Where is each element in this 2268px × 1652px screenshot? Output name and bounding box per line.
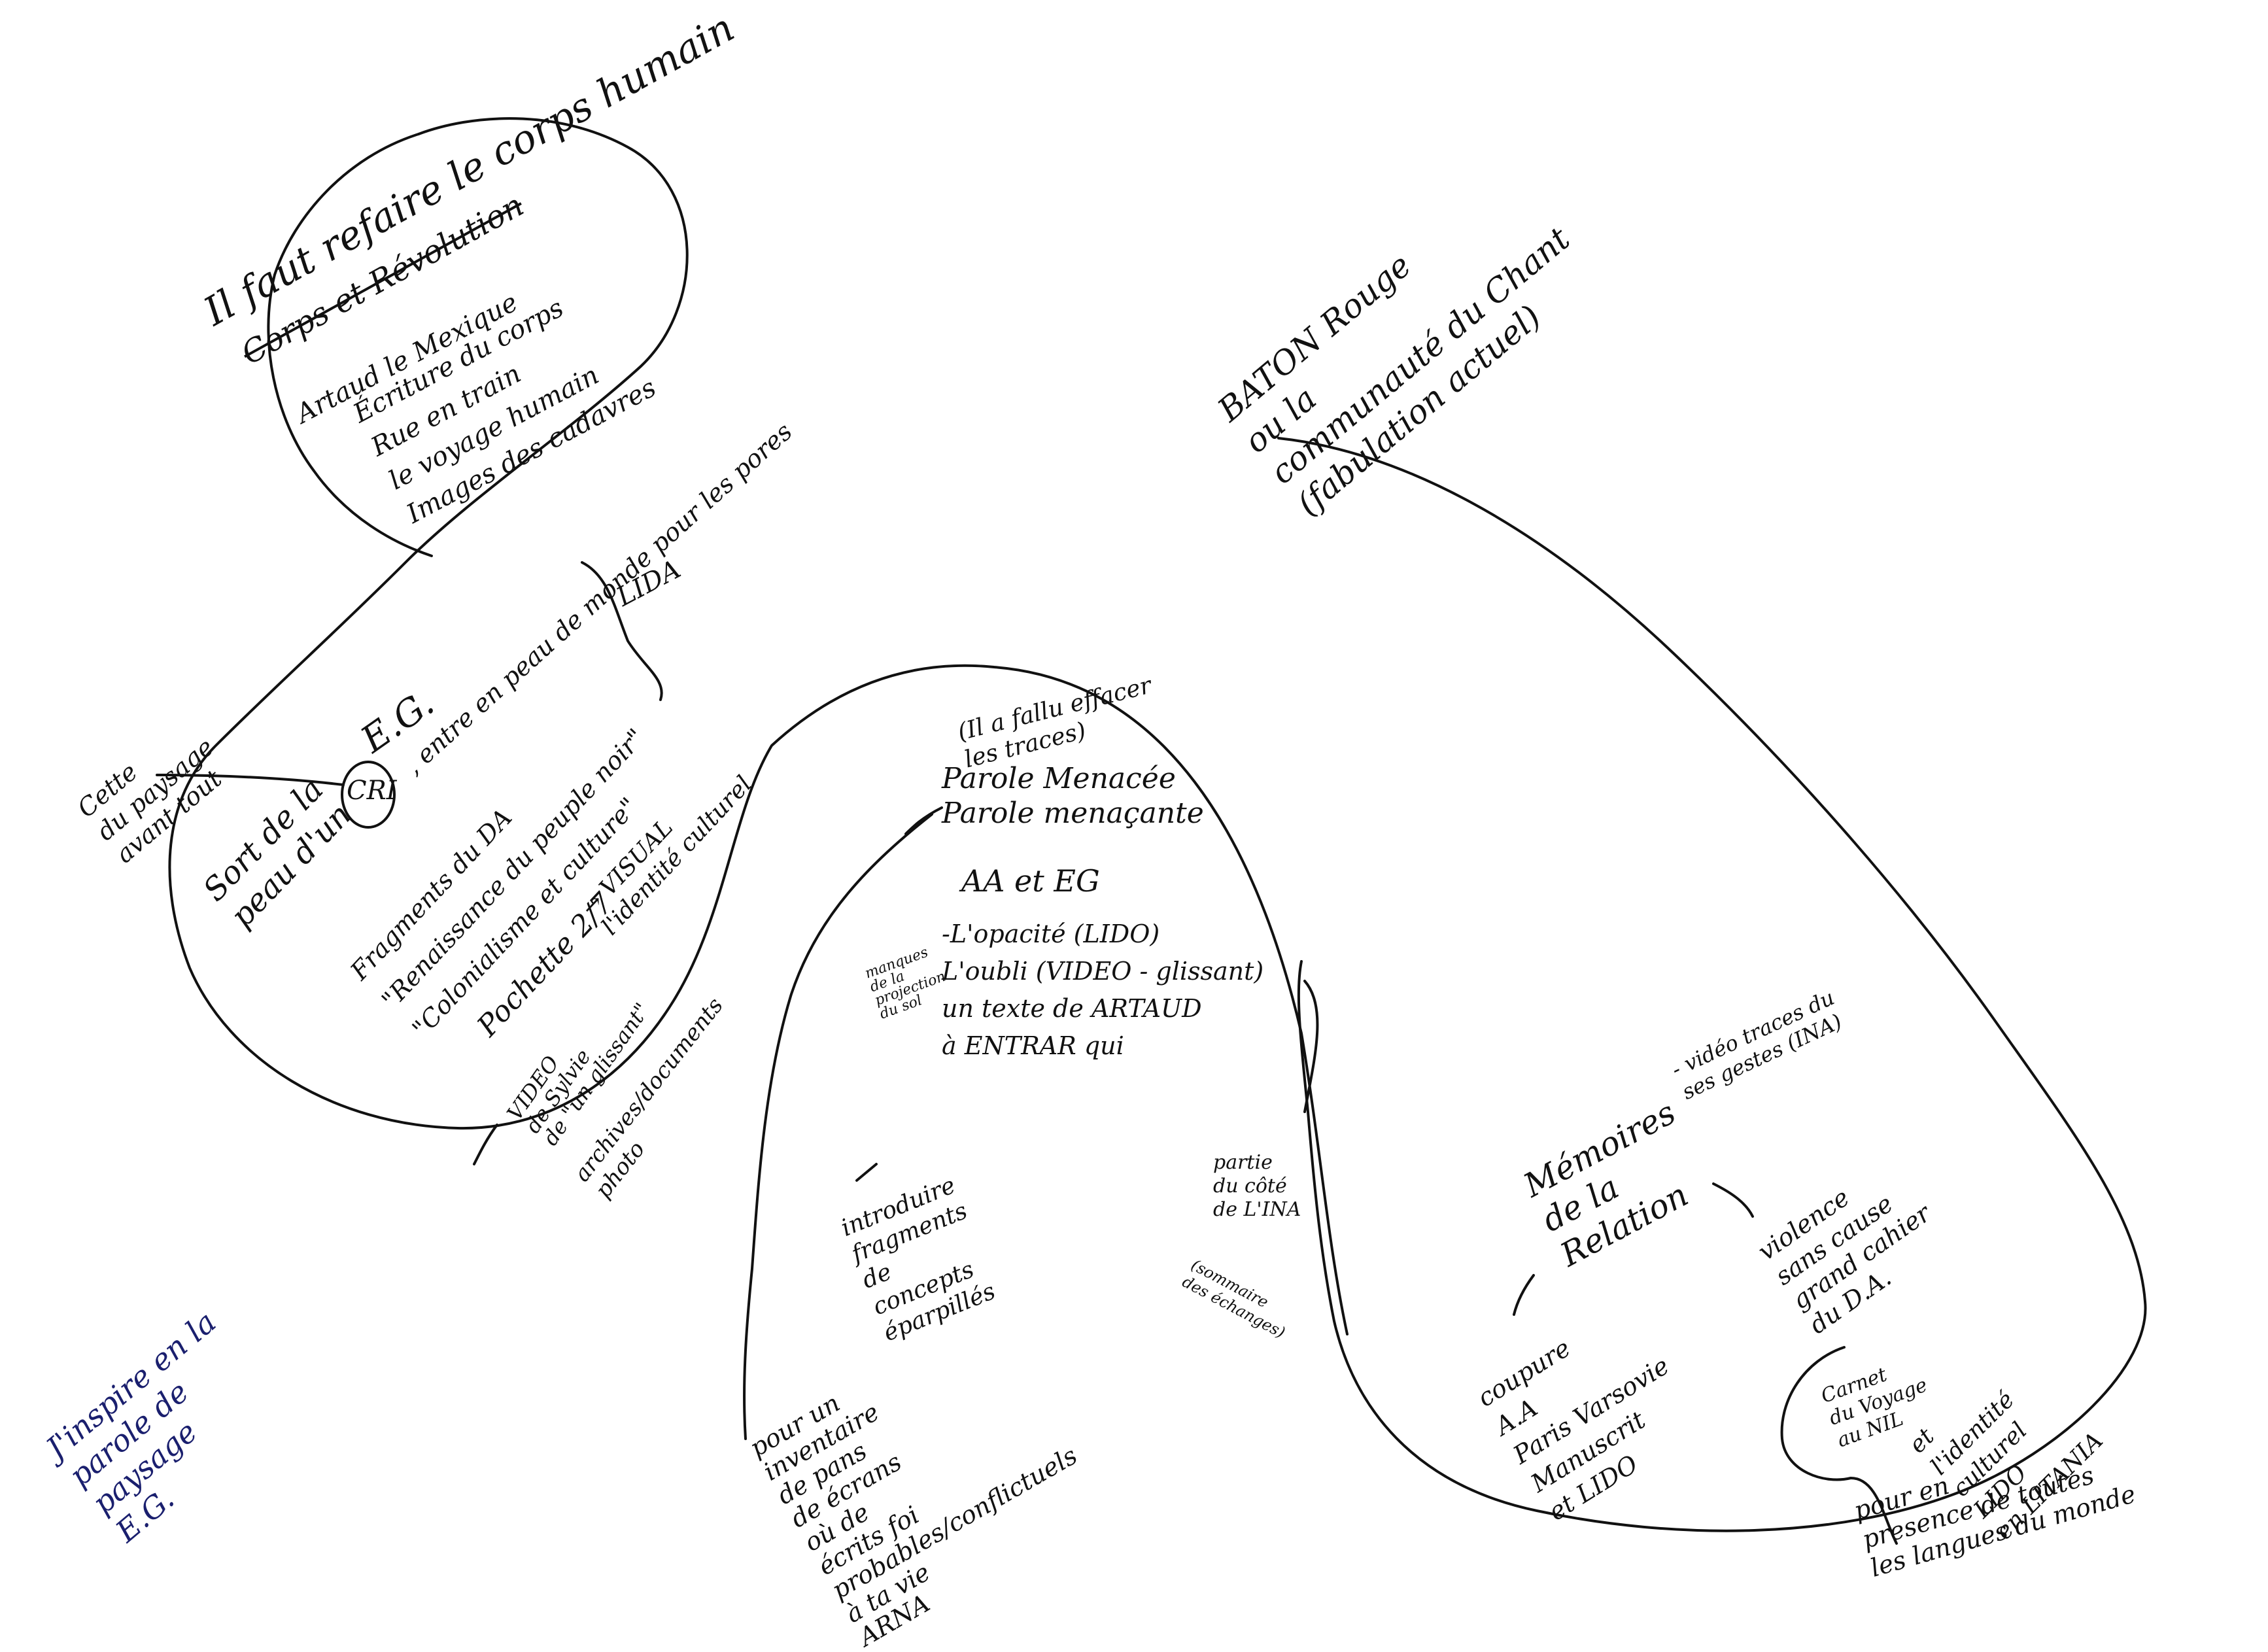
note-partie-ina: partie du côté de L'INA: [1213, 1151, 1301, 1221]
top-bubble-outline: [267, 133, 433, 557]
note-parole-menacee: Parole Menacée Parole menaçante: [942, 762, 1204, 830]
note-cri: CRI: [347, 776, 397, 806]
handwritten-mind-map: Il faut refaire le corps humain Corps et…: [39, 5, 2147, 1652]
loop-outlines: [156, 117, 2147, 1545]
stroke-glissant: [1303, 980, 1319, 1113]
left-loop-outline: [168, 117, 1349, 1335]
stroke-video: [473, 1124, 498, 1165]
stroke-parole: [904, 806, 943, 835]
lida-bracket: [581, 561, 663, 701]
stroke-violence: [1712, 1182, 1754, 1218]
stroke-coupure: [1513, 1274, 1535, 1316]
cri-circle: [341, 761, 396, 829]
middle-loop-outline: [743, 813, 933, 1440]
stroke-intro: [855, 1163, 878, 1182]
note-opacite-oubli: -L'opacité (LIDO) L'oubli (VIDEO - gliss…: [942, 920, 1264, 1060]
note-aa-eg: AA et EG: [961, 863, 1100, 899]
carnet-loop-outline: [1780, 1346, 1898, 1545]
right-loop-outline: [1277, 437, 2147, 1532]
cri-link: [156, 774, 345, 786]
